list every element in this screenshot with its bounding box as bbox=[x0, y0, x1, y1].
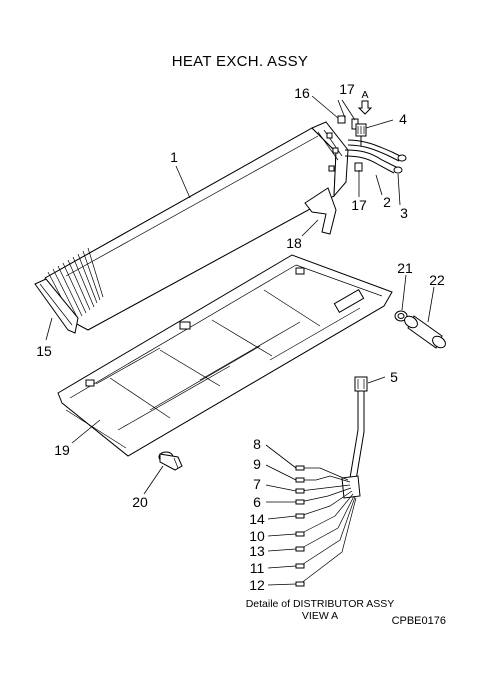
hose-clamp bbox=[394, 310, 408, 322]
callout-10: 10 bbox=[249, 528, 265, 544]
callout-19: 19 bbox=[54, 442, 70, 458]
callout-18: 18 bbox=[286, 235, 302, 251]
callout-22: 22 bbox=[429, 272, 445, 288]
pipe-clips bbox=[337, 115, 363, 172]
callout-1: 1 bbox=[170, 149, 178, 165]
heat-exchanger-coil bbox=[44, 121, 349, 331]
detail-caption-line1: Detaile of DISTRIBUTOR ASSY bbox=[246, 598, 395, 610]
callout-17-top: 17 bbox=[339, 81, 355, 97]
coil-bracket bbox=[304, 187, 337, 235]
callout-5: 5 bbox=[390, 369, 398, 385]
callout-6: 6 bbox=[253, 494, 261, 510]
callout-13: 13 bbox=[249, 543, 265, 559]
callout-16: 16 bbox=[294, 85, 310, 101]
drain-pan bbox=[57, 254, 393, 457]
callout-7: 7 bbox=[253, 476, 261, 492]
detail-caption-line2: VIEW A bbox=[302, 610, 338, 622]
distributor-assembly bbox=[295, 376, 368, 587]
callout-14: 14 bbox=[249, 511, 265, 527]
leader-lines bbox=[45, 95, 435, 586]
coil-side-cover bbox=[34, 278, 79, 334]
drawing-code: CPBE0176 bbox=[392, 615, 446, 627]
callout-21: 21 bbox=[397, 260, 413, 276]
view-a-letter: A bbox=[361, 89, 368, 101]
drain-hose bbox=[404, 315, 446, 349]
diagram-title: HEAT EXCH. ASSY bbox=[172, 53, 309, 70]
refrigerant-pipes bbox=[344, 123, 407, 174]
callout-11: 11 bbox=[250, 560, 265, 576]
callout-9: 9 bbox=[253, 456, 261, 472]
callout-12: 12 bbox=[249, 577, 265, 593]
view-a-arrow: A bbox=[357, 89, 373, 115]
callout-8: 8 bbox=[253, 436, 261, 452]
callout-2: 2 bbox=[383, 194, 391, 210]
callout-15: 15 bbox=[36, 343, 52, 359]
callout-17-bottom: 17 bbox=[351, 197, 367, 213]
callout-20: 20 bbox=[132, 494, 148, 510]
callout-4: 4 bbox=[399, 111, 407, 127]
callout-3: 3 bbox=[400, 205, 408, 221]
drain-plug bbox=[158, 451, 183, 471]
